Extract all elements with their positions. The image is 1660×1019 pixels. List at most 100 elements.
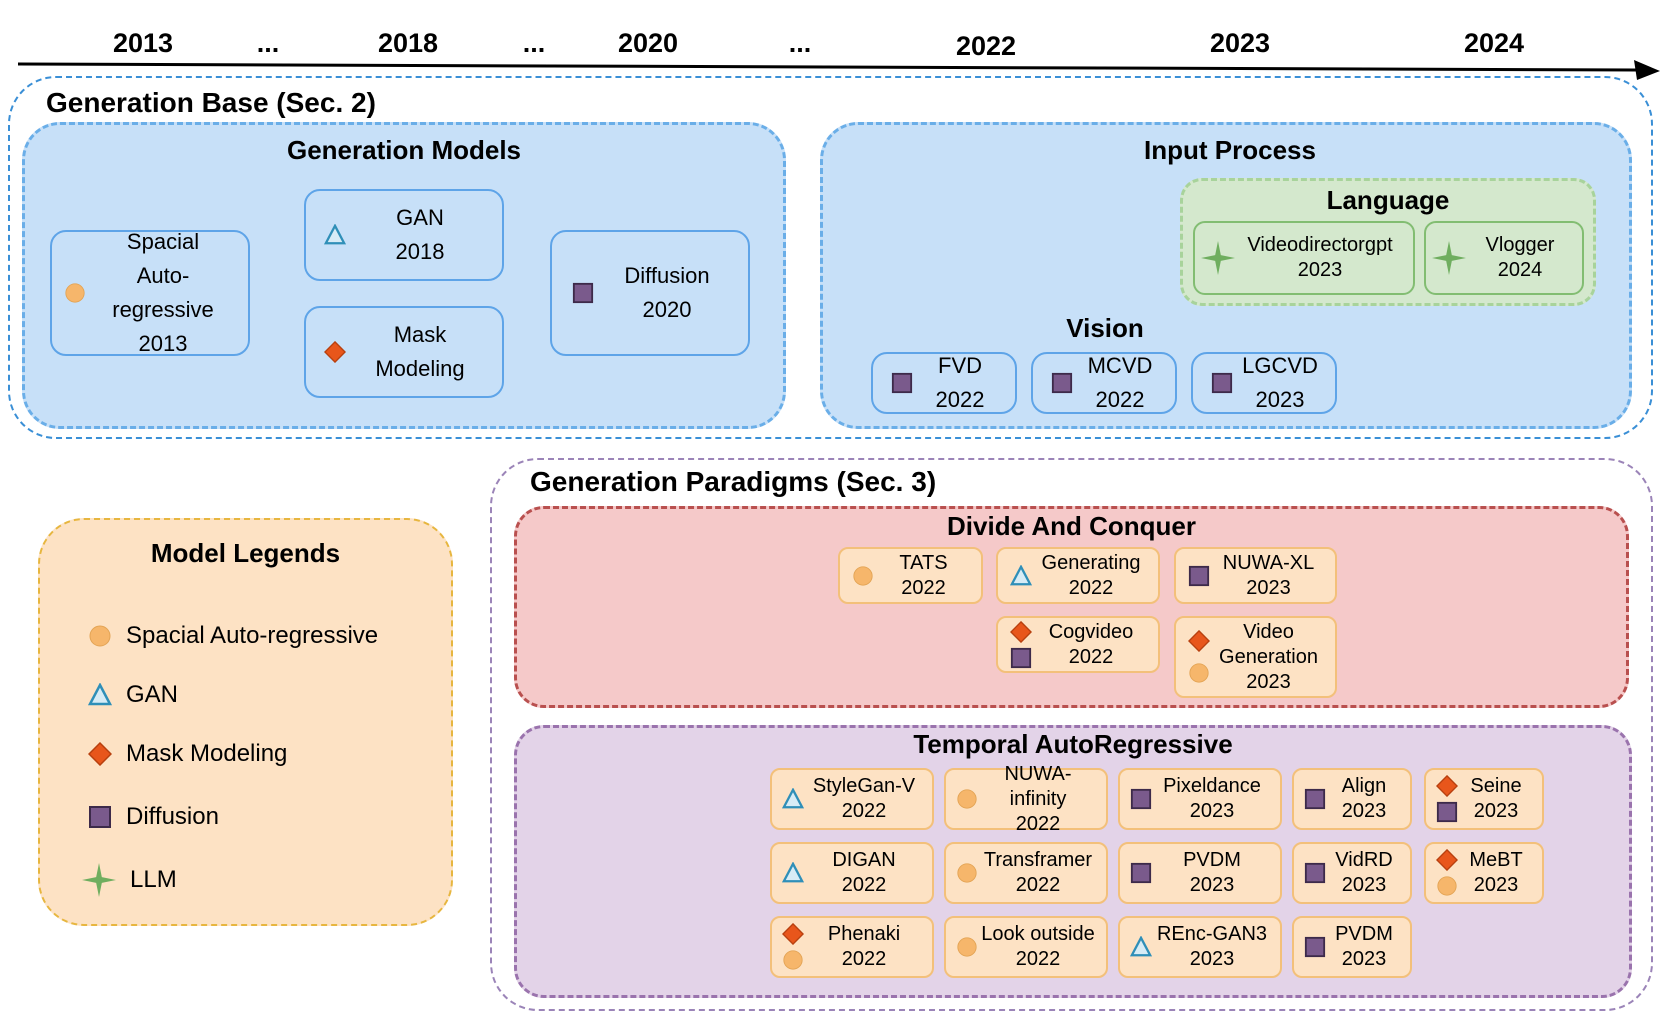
circle-icon	[957, 863, 977, 883]
node-label-line: StyleGan-V	[812, 775, 916, 797]
node-icons	[572, 282, 594, 304]
timeline-label: 2024	[1463, 28, 1525, 58]
vision-title: Vision	[1066, 313, 1144, 343]
square-icon	[1211, 372, 1233, 394]
timeline-label: ...	[256, 28, 280, 58]
node-icons	[1051, 372, 1073, 394]
legend-label: Spacial Auto-regressive	[126, 622, 379, 649]
node-icons	[956, 936, 978, 958]
node-label-line: 2023	[1473, 800, 1519, 822]
node-label-line: 2023	[1189, 948, 1235, 970]
legend-label: LLM	[130, 866, 177, 893]
star-icon	[82, 863, 116, 897]
node-label-line: Modeling	[375, 356, 465, 381]
timeline-label: 2023	[1209, 28, 1271, 58]
language-title: Language	[1326, 185, 1450, 215]
diamond-icon	[1188, 630, 1210, 652]
node-label-line: 2023	[1297, 259, 1343, 281]
square-icon	[1304, 936, 1326, 958]
diamond-icon	[88, 742, 112, 766]
generation-paradigms-section	[490, 458, 1653, 1011]
node-icons	[782, 862, 804, 884]
diamond-icon	[1436, 775, 1458, 797]
node-label-line: Generating	[1041, 551, 1141, 574]
node-icons	[1010, 564, 1032, 587]
triangle-icon	[782, 862, 804, 883]
node-label-line: 2023	[1246, 576, 1291, 599]
node-label-line: TATS	[899, 551, 948, 574]
node-label-line: 2022	[1068, 576, 1114, 599]
generation-models-title: Generation Models	[286, 135, 522, 165]
node-label-line: 2022	[1095, 387, 1145, 412]
node-label-line: 2022	[841, 948, 887, 970]
node-label-line: 2022	[935, 387, 985, 412]
node-icons	[1304, 788, 1326, 810]
node-label-line: REnc-GAN3	[1156, 923, 1268, 945]
node-label-line: PVDM	[1183, 849, 1241, 871]
node-label-line: 2013	[138, 331, 188, 356]
legend-item: LLM	[82, 863, 177, 897]
node-label-line: 2022	[901, 576, 946, 599]
node-icons	[1130, 862, 1152, 884]
node-icons	[852, 565, 874, 587]
node-text: Videodirectorgpt 2023	[1235, 233, 1405, 283]
diamond-icon	[1010, 620, 1032, 643]
node-label-line: 2022	[1015, 874, 1061, 896]
node-icons	[1304, 936, 1326, 958]
node-label-line: Spacial	[126, 229, 200, 254]
node-label-line: 2022	[1015, 948, 1061, 970]
generation-paradigms-title: Generation Paradigms (Sec. 3)	[530, 466, 937, 497]
node-label-line: Mask	[393, 322, 447, 347]
node-label-line: 2023	[1341, 800, 1387, 822]
node-label-line: 2022	[841, 874, 887, 896]
timeline-label: ...	[788, 28, 812, 58]
node-label-line: Cogvideo	[1048, 620, 1134, 643]
input-process-title: Input Process	[1144, 135, 1316, 165]
timeline-label: 2020	[617, 28, 679, 58]
model-legend-panel	[38, 518, 453, 926]
legend-item: Diffusion	[88, 803, 219, 831]
node-icons	[956, 862, 978, 884]
node-label-line: Align	[1341, 775, 1387, 797]
node-icons	[1436, 775, 1458, 823]
node-label-line: Diffusion	[624, 263, 710, 288]
node-icons	[324, 224, 346, 246]
square-icon	[1188, 565, 1210, 586]
node-icons	[1130, 788, 1152, 810]
node-label-line: NUWA-infinity	[1004, 762, 1072, 810]
circle-icon	[957, 937, 977, 957]
square-icon	[1304, 788, 1326, 810]
node-icons	[1010, 620, 1032, 669]
node-label-line: Videodirectorgpt	[1247, 234, 1393, 256]
node-icons	[1211, 372, 1233, 394]
node-label-line: 2023	[1341, 948, 1387, 970]
node-icons	[782, 788, 804, 810]
node-box: Videodirectorgpt 2023	[1193, 221, 1415, 295]
legend-item: GAN	[88, 681, 178, 709]
circle-icon	[853, 565, 873, 586]
timeline-axis	[17, 60, 1660, 80]
timeline-label: 2013	[112, 28, 174, 58]
